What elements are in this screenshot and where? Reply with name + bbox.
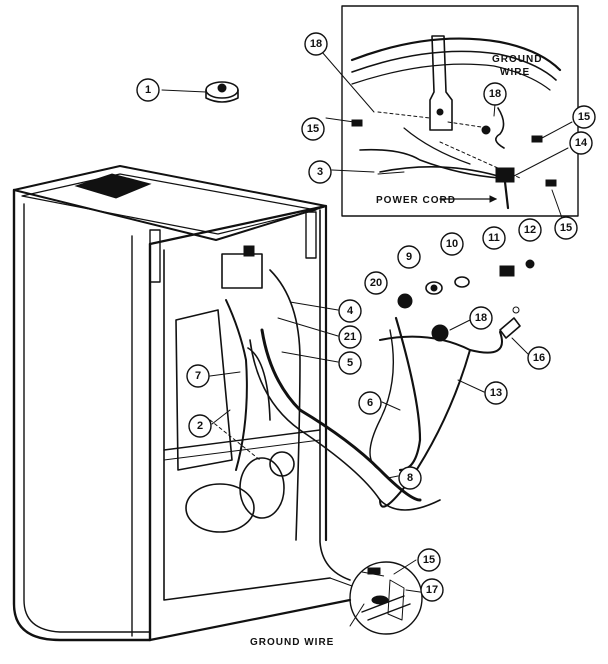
callout-number: 11 — [488, 232, 500, 244]
ground-wire-detail — [329, 559, 423, 635]
callout-12: 12 — [518, 218, 542, 242]
callout-number: 12 — [524, 224, 536, 236]
callout-number: 13 — [490, 387, 502, 399]
callout-number: 17 — [426, 584, 438, 596]
callout-18-inset-right: 18 — [483, 82, 507, 106]
callout-number: 18 — [310, 38, 322, 50]
callout-21: 21 — [338, 325, 362, 349]
callout-15-inset-left: 15 — [301, 117, 325, 141]
callout-3: 3 — [308, 160, 332, 184]
callout-5: 5 — [338, 351, 362, 375]
callout-number: 8 — [407, 472, 413, 484]
callout-11: 11 — [482, 226, 506, 250]
callout-number: 20 — [370, 277, 382, 289]
inset-detail — [321, 5, 579, 219]
exploded-parts — [161, 81, 535, 508]
callout-4: 4 — [338, 299, 362, 323]
callout-number: 2 — [197, 420, 203, 432]
power-cord-label: POWER CORD — [376, 195, 456, 206]
callout-2: 2 — [188, 414, 212, 438]
callout-number: 9 — [406, 251, 412, 263]
callout-number: 3 — [317, 166, 323, 178]
callout-6: 6 — [358, 391, 382, 415]
callout-number: 14 — [575, 137, 588, 149]
callout-number: 10 — [446, 238, 458, 250]
callout-number: 1 — [145, 84, 151, 96]
callout-14: 14 — [569, 131, 593, 155]
callout-number: 15 — [560, 222, 572, 234]
callout-number: 21 — [344, 331, 356, 343]
callout-8: 8 — [398, 466, 422, 490]
ground-wire-label-line1: GROUND — [492, 54, 542, 65]
callout-number: 6 — [367, 397, 373, 409]
callout-number: 18 — [489, 88, 501, 100]
callout-15-inset-right: 15 — [572, 105, 596, 129]
washer-cabinet — [12, 165, 441, 642]
callout-number: 7 — [195, 370, 201, 382]
callout-number: 18 — [475, 312, 487, 324]
callout-number: 5 — [347, 357, 353, 369]
callout-number: 16 — [533, 352, 545, 364]
callout-7: 7 — [186, 364, 210, 388]
callout-number: 15 — [578, 111, 590, 123]
callout-number: 15 — [423, 554, 435, 566]
callout-16: 16 — [527, 346, 551, 370]
callout-20: 20 — [364, 271, 388, 295]
callout-9: 9 — [397, 245, 421, 269]
callout-17: 17 — [420, 578, 444, 602]
ground-wire-label-line2: WIRE — [500, 67, 530, 78]
ground-wire-bottom-label: GROUND WIRE — [250, 637, 334, 648]
ground-wire-top-label: GROUND WIRE — [492, 54, 542, 78]
callout-number: 15 — [307, 123, 319, 135]
callout-number: 4 — [347, 305, 354, 317]
callout-15-bottom: 15 — [417, 548, 441, 572]
callout-13: 13 — [484, 381, 508, 405]
callout-18-inset-left: 18 — [304, 32, 328, 56]
callout-1: 1 — [136, 78, 160, 102]
callout-15-inset-bottom: 15 — [554, 216, 578, 240]
callout-18-middle: 18 — [469, 306, 493, 330]
callout-10: 10 — [440, 232, 464, 256]
